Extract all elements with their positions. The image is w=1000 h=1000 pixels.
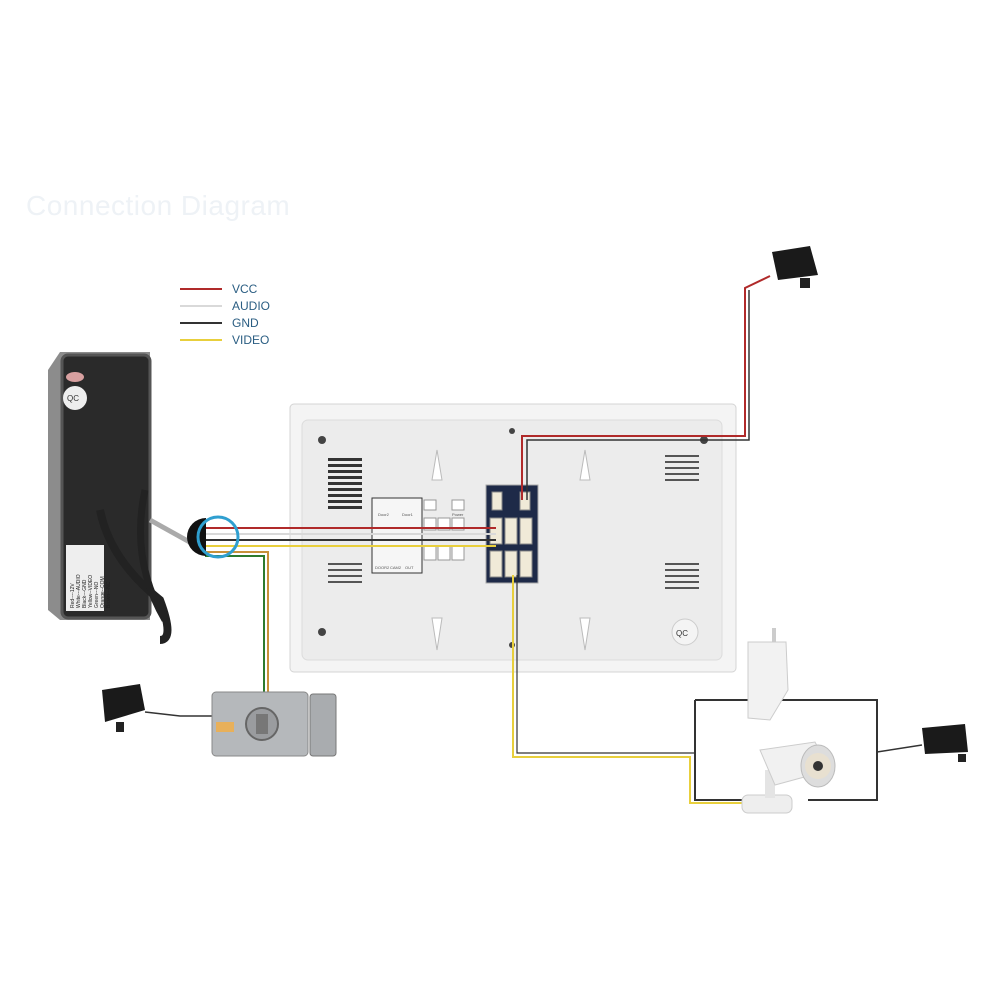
terminal-label: CAM2	[390, 565, 402, 570]
terminal-label: Door1	[402, 512, 414, 517]
legend-label-audio: AUDIO	[232, 298, 271, 313]
terminal-label: Power	[452, 512, 464, 517]
wiring-line: Orange--COM	[100, 576, 106, 608]
outdoor-door-station: QC Red----12V White---AUDIO Black---GND …	[48, 352, 197, 644]
legend-swatch-audio	[180, 304, 222, 307]
monitor-qc-sticker: QC	[676, 629, 688, 638]
wire-legend: VCC AUDIO GND VIDEO	[180, 280, 270, 348]
doorbell-wiring-label: Red----12V White---AUDIO Black---GND Yel…	[70, 574, 112, 608]
camera-power-adapter	[876, 724, 968, 762]
legend-swatch-vcc	[180, 287, 222, 290]
doorbell-qc-sticker: QC	[67, 394, 79, 403]
legend-swatch-gnd	[180, 321, 222, 324]
connector-magnifier	[187, 515, 240, 559]
wiring-line: White---AUDIO	[76, 574, 82, 608]
wiring-line: Black---GND	[82, 579, 88, 608]
indoor-monitor: Door2 Door1 Power DOOR2 CAM2 OUT QC	[289, 403, 737, 673]
terminal-labels: Door2 Door1 Power DOOR2 CAM2 OUT	[375, 512, 464, 570]
legend-label-gnd: GND	[232, 315, 259, 330]
lock-power-adapter	[102, 684, 212, 732]
cctv-camera	[741, 741, 836, 814]
pir-motion-sensor	[747, 628, 789, 721]
wiring-line: Red----12V	[70, 583, 76, 608]
legend-label-vcc: VCC	[232, 281, 258, 296]
electric-lock	[211, 691, 337, 757]
terminal-label: DOOR2	[375, 565, 390, 570]
monitor-power-adapter	[521, 246, 818, 500]
legend-vcc: VCC	[180, 280, 270, 297]
legend-gnd: GND	[180, 314, 270, 331]
terminal-label: Door2	[378, 512, 390, 517]
terminal-label: OUT	[405, 565, 414, 570]
legend-label-video: VIDEO	[232, 332, 270, 347]
legend-swatch-video	[180, 338, 222, 341]
video-wire-to-camera	[512, 575, 878, 804]
wiring-line: Brown---NC	[106, 581, 112, 608]
wiring-line: Green---NO	[94, 581, 100, 608]
legend-audio: AUDIO	[180, 297, 270, 314]
wiring-line: Yellow--VIDEO	[88, 575, 94, 608]
legend-video: VIDEO	[180, 331, 270, 348]
diagram-title: Connection Diagram	[26, 190, 291, 221]
